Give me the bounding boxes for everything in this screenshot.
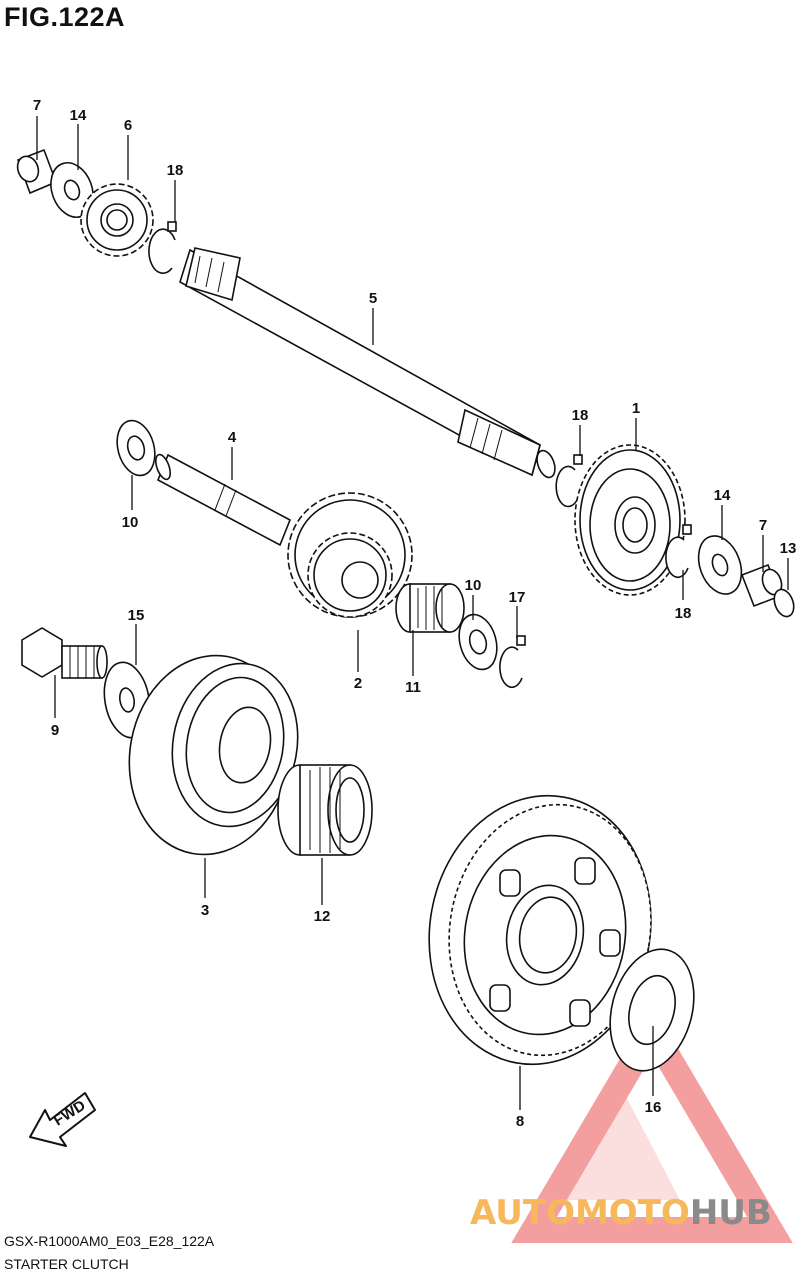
leader-lines bbox=[36, 116, 789, 1110]
callout-2: 2 bbox=[354, 675, 362, 692]
callout-5: 5 bbox=[369, 290, 377, 307]
callout-6: 6 bbox=[124, 117, 132, 134]
callout-4: 4 bbox=[228, 429, 237, 446]
circlip-17 bbox=[499, 635, 526, 688]
callout-14-left: 14 bbox=[70, 107, 87, 124]
gear-1 bbox=[574, 444, 686, 596]
watermark-part2: HUB bbox=[689, 1193, 772, 1233]
circlip-18-top bbox=[148, 221, 177, 275]
callout-18-right-lower: 18 bbox=[675, 605, 692, 622]
gear-6 bbox=[80, 183, 154, 257]
bolt-9 bbox=[21, 627, 108, 679]
washer-16 bbox=[609, 948, 695, 1072]
needle-bearing-11 bbox=[395, 583, 465, 633]
callout-12: 12 bbox=[314, 908, 331, 925]
callout-15: 15 bbox=[128, 607, 145, 624]
watermark-logo bbox=[511, 1004, 793, 1243]
callout-10-lower: 10 bbox=[465, 577, 482, 594]
washer-10-upper bbox=[116, 419, 156, 477]
callout-13: 13 bbox=[780, 540, 797, 557]
callout-11: 11 bbox=[405, 679, 421, 696]
callout-9: 9 bbox=[51, 722, 59, 739]
callout-17: 17 bbox=[509, 589, 526, 606]
circlip-18-right-top bbox=[555, 454, 583, 508]
roller-bearing-12 bbox=[277, 764, 373, 856]
callout-18-right-top: 18 bbox=[572, 407, 589, 424]
section-name: STARTER CLUTCH bbox=[4, 1256, 129, 1272]
callout-3: 3 bbox=[201, 902, 209, 919]
model-code: GSX-R1000AM0_E03_E28_122A bbox=[4, 1233, 215, 1249]
washer-10-lower bbox=[458, 613, 498, 671]
washer-14-left bbox=[50, 162, 94, 218]
watermark-text: AUTOMOTOHUB bbox=[470, 1193, 772, 1233]
circlip-18-right-lower bbox=[665, 524, 692, 578]
callout-8: 8 bbox=[516, 1113, 524, 1130]
callout-labels: 7 14 6 18 5 18 1 14 7 13 18 4 10 2 11 10… bbox=[33, 97, 797, 1130]
callout-7-left: 7 bbox=[33, 97, 41, 114]
figure-title: FIG.122A bbox=[4, 2, 126, 32]
callout-1: 1 bbox=[632, 400, 640, 417]
callout-16: 16 bbox=[645, 1099, 662, 1116]
gear-2 bbox=[287, 492, 413, 618]
washer-14-right bbox=[697, 535, 743, 595]
fwd-direction-arrow: FWD bbox=[29, 1092, 96, 1147]
callout-10-upper: 10 bbox=[122, 514, 139, 531]
callout-7-right: 7 bbox=[759, 517, 767, 534]
starter-clutch-3 bbox=[128, 654, 299, 856]
watermark-part1: AUTOMOTO bbox=[470, 1193, 690, 1233]
shaft-5 bbox=[179, 247, 556, 479]
bush-7-left bbox=[16, 148, 58, 195]
shaft-4 bbox=[155, 453, 292, 547]
callout-18-top: 18 bbox=[167, 162, 184, 179]
clip-13 bbox=[773, 588, 795, 618]
large-gear-8 bbox=[428, 794, 652, 1066]
callout-14-right: 14 bbox=[714, 487, 731, 504]
